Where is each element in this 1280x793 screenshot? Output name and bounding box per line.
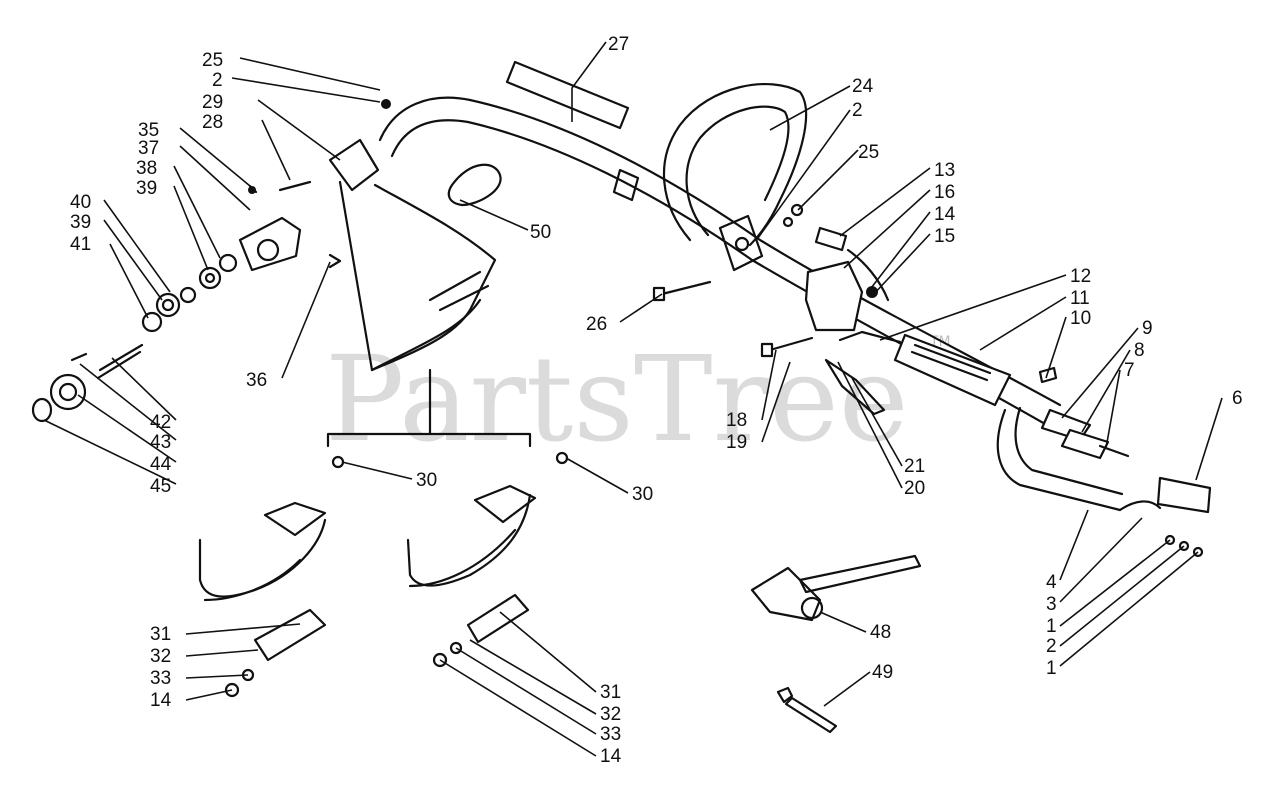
handle-grip-sleeve — [447, 163, 502, 207]
callout-24: 24 — [852, 76, 874, 97]
callout-7: 7 — [1124, 360, 1135, 381]
callout-28: 28 — [202, 112, 223, 133]
callout-26: 26 — [586, 314, 607, 335]
blade-guard-option-right — [406, 451, 569, 668]
callout-21: 21 — [904, 456, 925, 477]
callout-27: 27 — [608, 34, 629, 55]
callout-1-bottom: 1 — [1046, 658, 1057, 679]
callout-31-right: 31 — [600, 682, 621, 703]
watermark-text: PartsTree — [325, 330, 909, 468]
callout-9: 9 — [1142, 318, 1153, 339]
callout-labels: 25 2 29 28 35 37 38 39 40 39 41 42 43 44… — [70, 34, 1243, 767]
callout-32-right: 32 — [600, 704, 621, 725]
callout-1: 1 — [1046, 616, 1057, 637]
loop-handle[interactable] — [662, 82, 808, 272]
callout-11: 11 — [1070, 288, 1090, 309]
callout-2-right: 2 — [852, 100, 863, 121]
callout-15: 15 — [934, 226, 955, 247]
callout-6: 6 — [1232, 388, 1243, 409]
handle-grip-pad — [505, 60, 630, 130]
callout-35: 35 — [138, 120, 159, 141]
callout-12: 12 — [1070, 266, 1091, 287]
callout-4: 4 — [1046, 572, 1057, 593]
throttle-housing — [804, 226, 890, 416]
callout-2: 2 — [212, 70, 223, 91]
callout-39-lower: 39 — [70, 212, 91, 233]
callout-2-bottom: 2 — [1046, 636, 1057, 657]
spark-plug-wrench[interactable] — [750, 554, 922, 622]
callout-41: 41 — [70, 234, 91, 255]
callout-25: 25 — [202, 50, 223, 71]
callout-44: 44 — [150, 454, 172, 475]
callout-38: 38 — [136, 158, 157, 179]
callout-16: 16 — [934, 182, 955, 203]
callout-33-right: 33 — [600, 724, 621, 745]
callout-50: 50 — [530, 222, 551, 243]
callout-31-left: 31 — [150, 624, 171, 645]
callout-42: 42 — [150, 412, 171, 433]
callout-40: 40 — [70, 192, 91, 213]
callout-19: 19 — [726, 432, 747, 453]
callout-37: 37 — [138, 138, 159, 159]
callout-10: 10 — [1070, 308, 1091, 329]
callout-8: 8 — [1134, 340, 1145, 361]
leader-lines — [43, 41, 1223, 757]
callout-45: 45 — [150, 476, 171, 497]
callout-33-left: 33 — [150, 668, 171, 689]
callout-18: 18 — [726, 410, 747, 431]
callout-14-left: 14 — [150, 690, 172, 711]
callout-29: 29 — [202, 92, 223, 113]
bracket-line — [326, 368, 532, 448]
callout-25-right: 25 — [858, 142, 879, 163]
bolts-and-washers — [328, 99, 902, 358]
gear-head-assembly — [31, 180, 312, 423]
callout-32-left: 32 — [150, 646, 171, 667]
open-end-wrench[interactable] — [776, 686, 838, 734]
callout-30-right: 30 — [632, 484, 653, 505]
callout-36: 36 — [246, 370, 267, 391]
blade-guard — [328, 138, 497, 372]
callout-14: 14 — [934, 204, 956, 225]
shaft-end-parts — [1038, 366, 1212, 514]
callout-43: 43 — [150, 432, 171, 453]
callout-13: 13 — [934, 160, 955, 181]
callout-14-right: 14 — [600, 746, 622, 767]
grip-handle-12 — [893, 333, 1012, 407]
callout-48: 48 — [870, 622, 891, 643]
callout-30-left: 30 — [416, 470, 437, 491]
callout-20: 20 — [904, 478, 925, 499]
callout-49: 49 — [872, 662, 893, 683]
blade-guard-option-left — [198, 455, 345, 698]
callout-3: 3 — [1046, 594, 1057, 615]
callout-39: 39 — [136, 178, 157, 199]
